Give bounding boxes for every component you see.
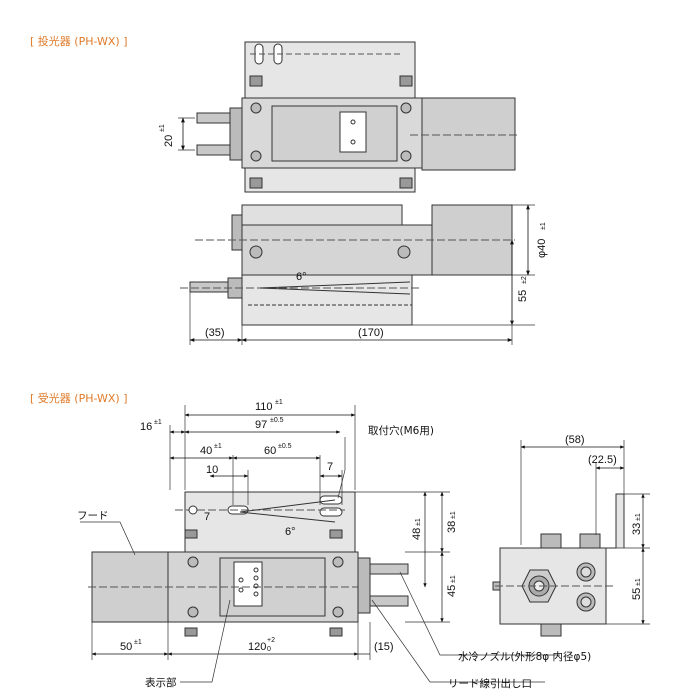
emitter-hood: [421, 97, 516, 171]
receiver-dim-60-tol: ±0.5: [278, 443, 292, 450]
receiver-dim-33-tol: ±1: [635, 513, 642, 521]
receiver-leaders: [80, 437, 560, 683]
emitter-panel: [271, 105, 398, 162]
receiver-dims-bottom: [91, 622, 371, 660]
receiver-dim-22-5-value: (22.5): [588, 454, 617, 466]
emitter-dim-phi40-tol: ±1: [540, 222, 547, 230]
emitter-section-title: [ 投光器 (PH-WX) ]: [30, 35, 128, 48]
receiver-section-title: [ 受光器 (PH-WX) ]: [30, 392, 128, 405]
nozzle-block: [229, 107, 243, 161]
receiver-nozzle-upper: [369, 563, 409, 575]
receiver-angle-label: 6°: [285, 526, 296, 538]
receiver-dim-58-value: (58): [565, 434, 585, 446]
emitter-dim-phi40-value: φ40: [536, 239, 548, 258]
receiver-dims-top: [169, 405, 356, 505]
emitter-dim-55-value: 55: [517, 290, 529, 302]
receiver-dim-50-tol: ±1: [134, 639, 142, 646]
display-label: 表示部: [145, 676, 177, 689]
receiver-dim-45-tol: ±1: [450, 575, 457, 583]
emitter-dim-55-tol: ±2: [521, 276, 528, 284]
emitter-side-view: [180, 204, 515, 326]
nozzle-upper: [196, 112, 231, 124]
side-top-plate: [241, 204, 403, 226]
receiver-front-view: [88, 491, 409, 637]
receiver-dim-40-value: 40: [200, 445, 212, 457]
receiver-dim-10-value: 10: [206, 464, 218, 476]
emitter-dim-20: 20 ±1: [159, 117, 195, 151]
receiver-side-dims: [520, 440, 650, 625]
emitter-angle-label: 6°: [296, 271, 307, 283]
receiver-dim-120-tol-dn: 0: [267, 646, 271, 653]
receiver-dim-50-value: 50: [120, 641, 132, 653]
receiver-side-dim-55-value: 55: [631, 588, 643, 600]
receiver-dim-7b-value: 7: [204, 511, 210, 523]
receiver-dim-110-value: 110: [255, 401, 273, 413]
receiver-dim-97-tol: ±0.5: [270, 417, 284, 424]
hood-label: フード: [77, 510, 109, 522]
nozzle-lower: [196, 144, 231, 156]
nozzle-label: 水冷ノズル(外形8φ 内径φ5): [458, 650, 591, 663]
receiver-dim-48-tol: ±1: [415, 518, 422, 526]
receiver-dim-60-value: 60: [264, 445, 276, 457]
receiver-dims-right: [355, 491, 450, 623]
receiver-dim-7a-value: 7: [327, 461, 333, 473]
receiver-side-view: [492, 493, 625, 637]
emitter-dim-bottom: (35) (170): [189, 275, 513, 345]
receiver-dim-110-tol: ±1: [275, 399, 283, 406]
emitter-display: [339, 111, 367, 153]
emitter-top-view: [196, 41, 520, 193]
receiver-dim-40-tol: ±1: [214, 443, 222, 450]
emitter-dim-35-value: (35): [205, 327, 225, 339]
receiver-dim-16-tol: ±1: [154, 419, 162, 426]
receiver-side-dim-55-tol: ±1: [635, 578, 642, 586]
receiver-dim-120-tol-up: +2: [267, 637, 275, 644]
emitter-dim-20-tol: ±1: [159, 124, 166, 132]
lead-outlet-label: リード線引出し口: [448, 677, 532, 690]
mount-hole-label: 取付穴(M6用): [368, 424, 434, 437]
receiver-dim-38-value: 38: [446, 521, 458, 533]
receiver-dim-97-value: 97: [255, 419, 267, 431]
receiver-dim-38-tol: ±1: [450, 511, 457, 519]
emitter-dim-phi40: φ40 ±1: [512, 204, 548, 276]
receiver-dim-120-value: 120: [248, 641, 266, 653]
emitter-dim-170-value: (170): [358, 327, 384, 339]
side-nozzle: [189, 281, 229, 293]
receiver-dim-33-value: 33: [631, 523, 643, 535]
emitter-dim-20-value: 20: [163, 135, 175, 147]
receiver-dim-48-value: 48: [411, 528, 423, 540]
receiver-dim-15-value: (15): [374, 641, 394, 653]
receiver-nozzle-block: [357, 557, 371, 614]
receiver-nozzle-lower: [369, 595, 409, 607]
receiver-dim-45-value: 45: [446, 585, 458, 597]
receiver-dim-16-value: 16: [140, 421, 152, 433]
